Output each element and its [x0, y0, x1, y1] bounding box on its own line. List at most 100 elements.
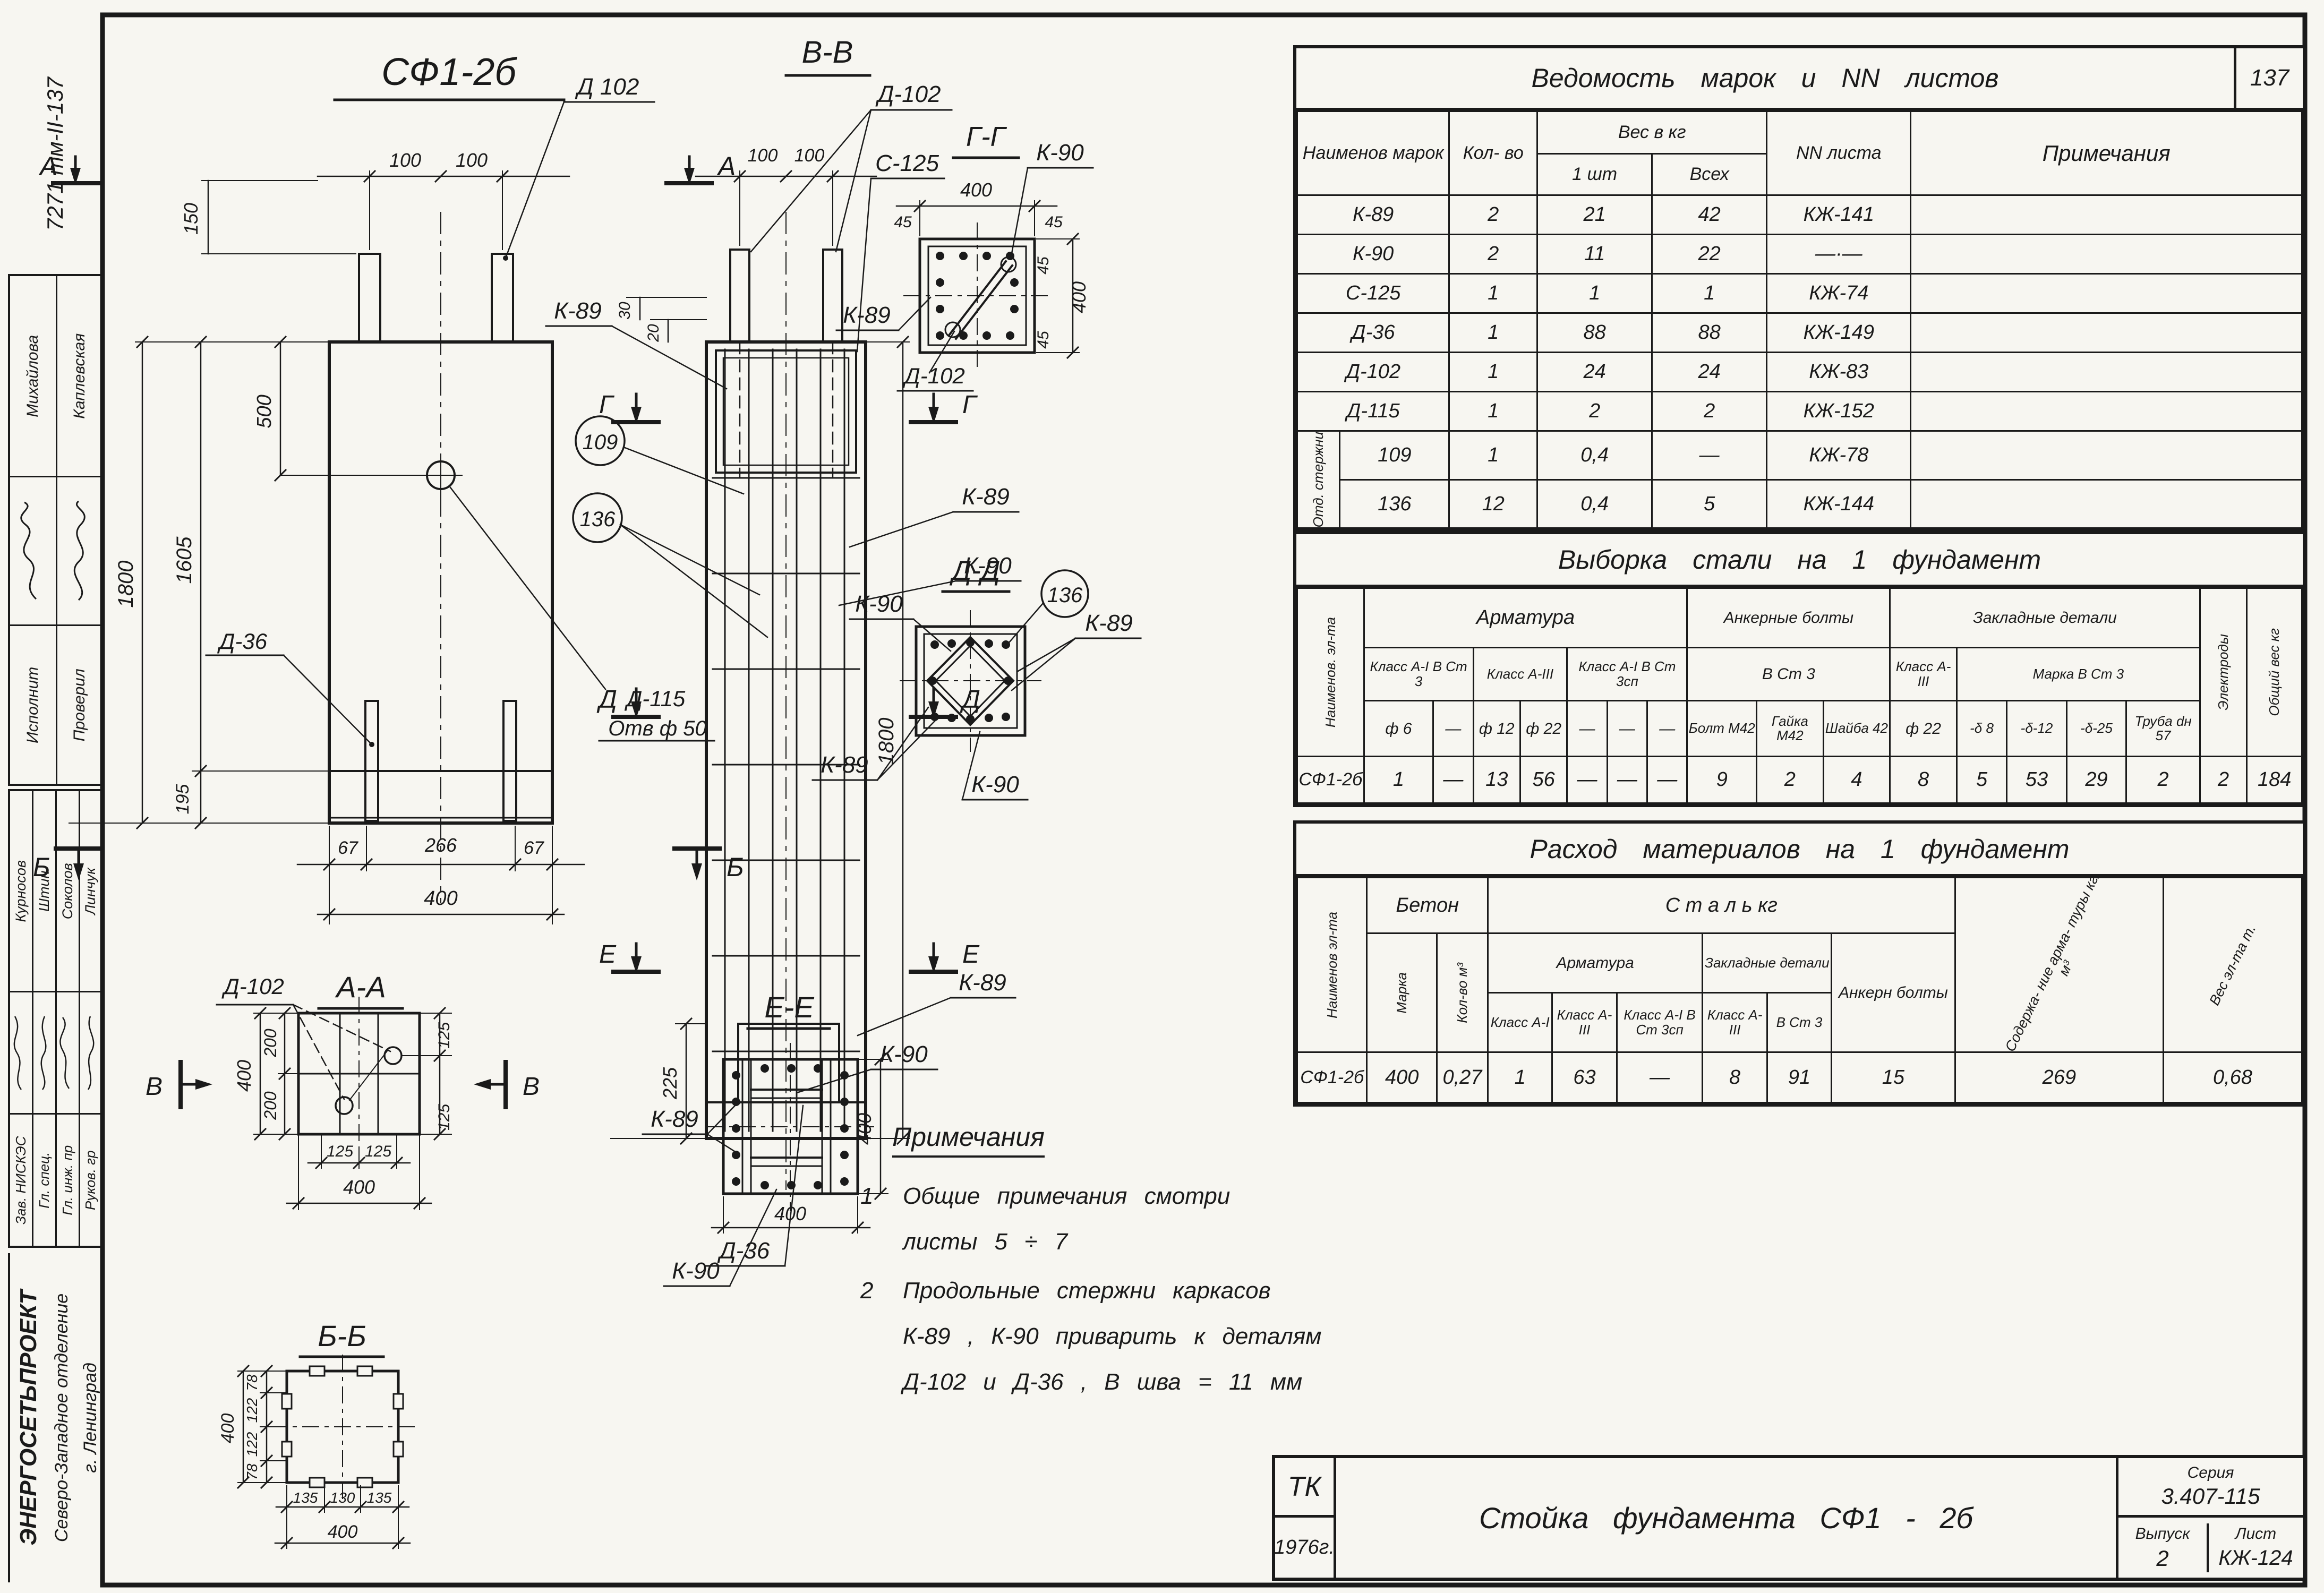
unit-header: — [1646, 700, 1688, 757]
table-marks: Ведомость марок и NN листов 137 Наименов… [1293, 45, 2306, 533]
org-code: ТК [1275, 1458, 1336, 1518]
unit-header: -δ-12 [2006, 700, 2067, 757]
callout-d36: Д-36 [217, 629, 268, 654]
col-header: Примечания [1910, 110, 2303, 196]
cell: 0,27 [1436, 1051, 1489, 1103]
callout-k89: К-89 [821, 752, 868, 778]
marker-e: Е [962, 940, 980, 969]
view-gg-linework [835, 156, 1094, 392]
cell: — [1616, 1051, 1704, 1103]
cell: 8 [1702, 1051, 1768, 1103]
dim: 20 [645, 324, 662, 342]
stamp-name: Соколов [56, 790, 79, 992]
group-header: Анкерные болты [1686, 587, 1891, 648]
signature [79, 992, 102, 1114]
col-header: Содержа- ние арма- туры кг/м³ [1954, 877, 2165, 1053]
callout-k89: К-89 [962, 484, 1010, 510]
cell: 2 [2125, 756, 2201, 804]
dim: 78 [244, 1463, 260, 1480]
view-title: СФ1-2б [381, 51, 517, 93]
drawing-title: Стойка фундамента СФ1 - 2б [1336, 1458, 2118, 1578]
sub-header: Марка [1366, 932, 1438, 1053]
cell [1910, 273, 2303, 314]
unit-header: Труба dн 57 [2125, 700, 2201, 757]
col-header: Всех [1651, 153, 1768, 196]
cell: 5 [1955, 756, 2008, 804]
dim: 122 [244, 1432, 260, 1457]
stamp-role: Гл. инж. пр [56, 1114, 79, 1247]
marker-e: Е [599, 940, 617, 969]
marker-d: Д [596, 686, 617, 714]
unit-header: — [1606, 700, 1648, 757]
cell: 88 [1536, 312, 1653, 353]
unit-header: -δ 8 [1955, 700, 2008, 757]
row-group-label: Отд. стержни [1296, 430, 1341, 529]
view-ee-linework [642, 1027, 938, 1287]
cell: С-125 [1296, 273, 1450, 314]
cell: 11 [1536, 234, 1653, 275]
stamp-role: Проверил [56, 626, 104, 785]
dim: 1800 [114, 561, 138, 608]
note-number: 2 [860, 1278, 874, 1304]
sub-header: Класс А-III [1889, 647, 1958, 701]
note-number: 1 [860, 1183, 874, 1209]
view-bb-labels: Б-Б 78 122 122 78 400 135 130 135 400 [218, 1319, 392, 1542]
dim: 67 [524, 838, 544, 858]
table-steel-title: Выборка стали на 1 фундамент [1558, 544, 2041, 575]
view-aa-linework [178, 997, 508, 1210]
sub-header: Класс А-I В Ст 3 [1363, 647, 1474, 701]
series-label: Серия [2187, 1463, 2234, 1481]
cell: К-90 [1296, 234, 1450, 275]
sheet-value: КЖ-124 [2218, 1546, 2293, 1570]
unit-header: Болт М42 [1686, 700, 1758, 757]
cell [1910, 352, 2303, 392]
cell: 0,68 [2163, 1051, 2303, 1103]
group-header: Закладные детали [1889, 587, 2201, 648]
cell: 22 [1651, 234, 1768, 275]
stamp-row: Зав. НИСКЭС Курносов [9, 790, 32, 1247]
cell: — [1566, 756, 1608, 804]
sub-header: Класс А-I В Ст 3сп [1566, 647, 1688, 701]
view-vv-linework [545, 74, 1022, 1267]
signature-scribble [13, 1016, 22, 1090]
callout-d36: Д-36 [717, 1238, 770, 1264]
cell: КЖ-144 [1766, 478, 1912, 529]
margin-code-block: 7271 тм-II-137 [8, 37, 102, 271]
dim: 400 [218, 1414, 238, 1444]
unit-header: — [1566, 700, 1608, 757]
cell: 1 [1448, 273, 1539, 314]
cell [1910, 478, 2303, 529]
dim: 400 [774, 1203, 806, 1224]
unit-header: -δ-25 [2065, 700, 2128, 757]
org-name: ЭНЕРГОСЕТЬПРОЕКТ [15, 1290, 41, 1546]
signature [32, 992, 56, 1114]
group-header: С т а л ь кг [1486, 877, 1956, 934]
callout-k90: К-90 [880, 1041, 928, 1067]
cell: 1 [1536, 273, 1653, 314]
callout-s125: С-125 [875, 150, 939, 176]
cell: 2 [1756, 756, 1824, 804]
dim: 400 [343, 1176, 375, 1198]
issue-label: Выпуск [2135, 1525, 2190, 1543]
dim: 45 [1045, 213, 1063, 231]
callout-k90: К-90 [855, 591, 903, 617]
dim: 400 [424, 887, 457, 910]
cell: — [1432, 756, 1474, 804]
table-steel: Выборка стали на 1 фундамент Наименов. э… [1293, 531, 2306, 807]
dim: 125 [365, 1143, 391, 1160]
callout-k89: К-89 [959, 970, 1006, 996]
dim: 1800 [875, 718, 898, 765]
cell: 1 [1651, 273, 1768, 314]
series-value: 3.407-115 [2161, 1483, 2260, 1509]
dim: 150 [180, 203, 202, 235]
cell: КЖ-149 [1766, 312, 1912, 353]
series-cell: Серия 3.407-115 [2118, 1458, 2303, 1518]
